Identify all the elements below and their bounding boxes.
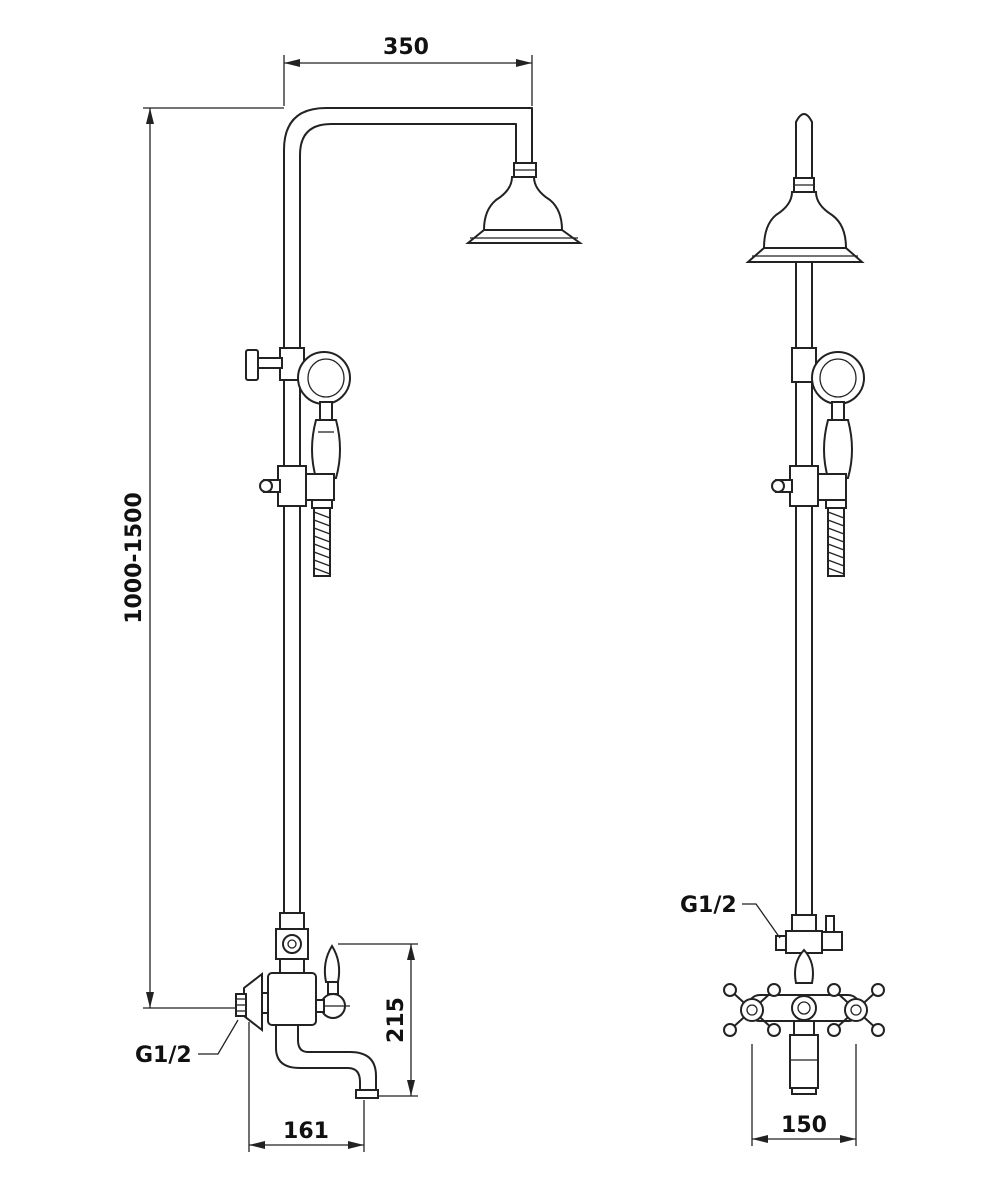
dimension-label-150: 150 xyxy=(781,1113,827,1138)
riser-pipe xyxy=(283,107,533,916)
dimension-label-350: 350 xyxy=(383,35,429,60)
dimension-mixer-height: 215 xyxy=(338,943,418,1097)
mixer-body-side xyxy=(235,912,317,1033)
dimension-label-161: 161 xyxy=(283,1119,329,1144)
cross-handle-right xyxy=(827,983,885,1037)
dimension-arm-length: 350 xyxy=(283,35,533,106)
connection-label-left: G1/2 xyxy=(135,1043,192,1068)
riser-pipe-inner xyxy=(299,123,517,916)
front-view xyxy=(723,113,885,1095)
dimension-height-range: 1000-1500 xyxy=(122,107,284,1009)
spout-side xyxy=(275,1024,379,1099)
diverter-front xyxy=(775,914,843,984)
spout-front xyxy=(789,1020,819,1095)
shower-head-front xyxy=(745,191,865,263)
dimension-spout-projection: 161 xyxy=(248,1022,365,1152)
lower-slider-bracket-front xyxy=(771,465,847,509)
lever-handle-side xyxy=(315,944,350,1019)
cross-handle-left xyxy=(723,983,781,1037)
hand-shower-side xyxy=(297,351,351,479)
front-pipe-top xyxy=(795,113,813,181)
dimension-center-distance: 150 xyxy=(751,1044,857,1146)
lower-slider-bracket xyxy=(259,465,335,509)
side-view xyxy=(235,107,584,1099)
callout-g12-right: G1/2 xyxy=(680,893,781,939)
upper-slider-bracket-front xyxy=(791,347,865,479)
hose-front xyxy=(827,507,845,577)
dimension-label-1000-1500: 1000-1500 xyxy=(122,492,147,624)
upper-slider-bracket xyxy=(245,347,305,381)
shower-head-side xyxy=(465,162,584,244)
connection-label-right: G1/2 xyxy=(680,893,737,918)
callout-g12-left: G1/2 xyxy=(135,1019,239,1068)
hose-side xyxy=(313,507,331,577)
dimension-label-215: 215 xyxy=(384,997,409,1043)
